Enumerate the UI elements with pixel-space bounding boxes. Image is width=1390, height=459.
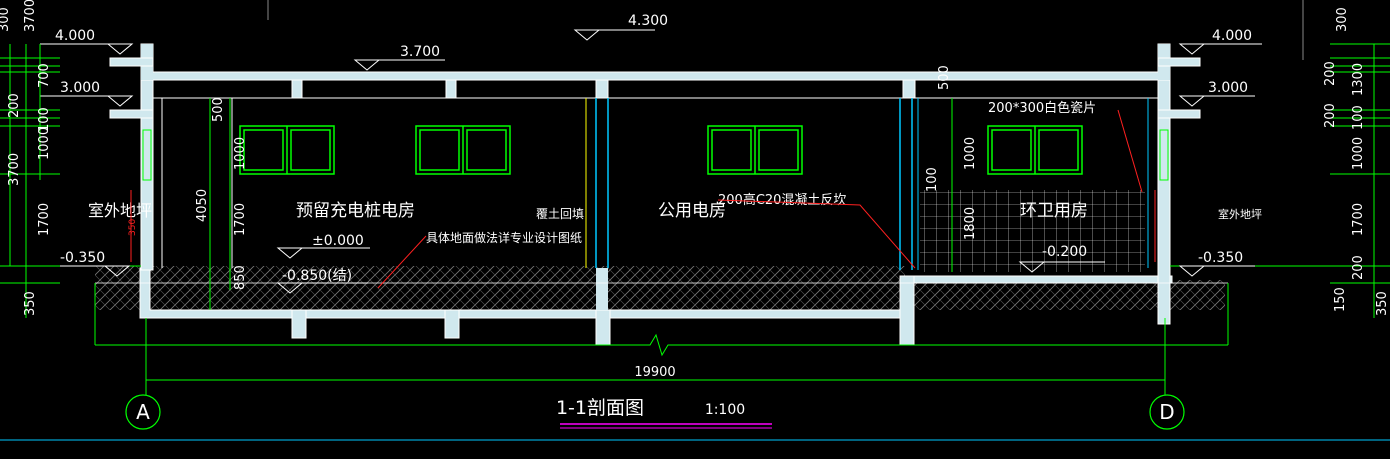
- room-outdoor-left: 室外地坪: [88, 201, 152, 220]
- dim-right-200b: 200: [1323, 103, 1338, 128]
- overall-length: 19900: [634, 365, 675, 380]
- dim-right-1000: 1000: [1351, 137, 1366, 170]
- drawing-scale: 1:100: [705, 402, 745, 418]
- level-eave-right: 3.000: [1208, 80, 1248, 96]
- dim-right-350: 350: [1375, 291, 1390, 316]
- level-roof-right: 4.000: [1212, 28, 1252, 44]
- dim-right-1700: 1700: [1351, 203, 1366, 236]
- note-curb: 200高C20混凝土反坎: [718, 192, 846, 208]
- dim-right-150: 150: [1333, 287, 1348, 312]
- room-toilet: 环卫用房: [1020, 201, 1088, 221]
- level-ridge: 4.300: [628, 13, 668, 29]
- dim-inner-1000a: 1000: [233, 137, 248, 170]
- note-backfill: 覆土回填: [536, 207, 584, 221]
- level-ground-right: -0.350: [1198, 250, 1243, 266]
- leader-lines: [130, 109, 1156, 289]
- room-outdoor-right: 室外地坪: [1218, 207, 1262, 221]
- windows: [239, 125, 1083, 175]
- dim-inner-100: 100: [925, 167, 940, 192]
- note-floor-spec: 具体地面做法详专业设计图纸: [426, 230, 582, 245]
- level-pit-bottom: -0.850(结): [282, 268, 352, 284]
- ground-hatch: [95, 266, 905, 310]
- dim-left-1000: 1000: [37, 127, 52, 160]
- dim-right-200a: 200: [1323, 61, 1338, 86]
- drawing-title: 1-1剖面图: [556, 397, 644, 419]
- note-tiles: 200*300白色瓷片: [988, 100, 1096, 116]
- dim-left-300: 300: [0, 7, 12, 32]
- level-roof-left: 4.000: [55, 28, 95, 44]
- dim-left-3700a: 3700: [23, 0, 38, 32]
- room-charging: 预留充电桩电房: [296, 201, 415, 221]
- dim-right-1300: 1300: [1351, 63, 1366, 96]
- level-toilet-floor: -0.200: [1042, 244, 1087, 260]
- dim-left-1700: 1700: [37, 203, 52, 236]
- dim-inner-500a: 500: [211, 97, 226, 122]
- dim-inner-1000b: 1000: [963, 137, 978, 170]
- axis-bubble-a: [125, 394, 161, 430]
- level-ground-left: -0.350: [60, 250, 105, 266]
- dim-right-200c: 200: [1351, 255, 1366, 280]
- room-public: 公用电房: [658, 201, 726, 221]
- axis-bubble-d: [1149, 394, 1185, 430]
- axis-label-a: A: [136, 400, 150, 424]
- right-wall: [1157, 43, 1171, 325]
- dim-inner-850: 850: [233, 265, 248, 290]
- dim-inner-1800: 1800: [963, 207, 978, 240]
- dim-left-350: 350: [23, 291, 38, 316]
- dim-inner-1700a: 1700: [233, 203, 248, 236]
- dim-inner-500b: 500: [937, 65, 952, 90]
- level-floor: ±0.000: [312, 233, 364, 249]
- dim-left-3700: 3700: [7, 153, 22, 186]
- level-eave-left: 3.000: [60, 80, 100, 96]
- dim-right-300: 300: [1335, 7, 1350, 32]
- tile-area: [920, 190, 1145, 272]
- axis-label-d: D: [1159, 400, 1174, 424]
- roof-slab: [140, 71, 1171, 81]
- dim-inner-350: 350: [128, 219, 138, 236]
- dim-left-200: 200: [7, 93, 22, 118]
- dim-left-100: 100: [37, 107, 52, 132]
- level-ceiling: 3.700: [400, 44, 440, 60]
- dim-inner-4050: 4050: [195, 189, 210, 222]
- dim-right-100: 100: [1351, 105, 1366, 130]
- dim-left-700: 700: [37, 63, 52, 88]
